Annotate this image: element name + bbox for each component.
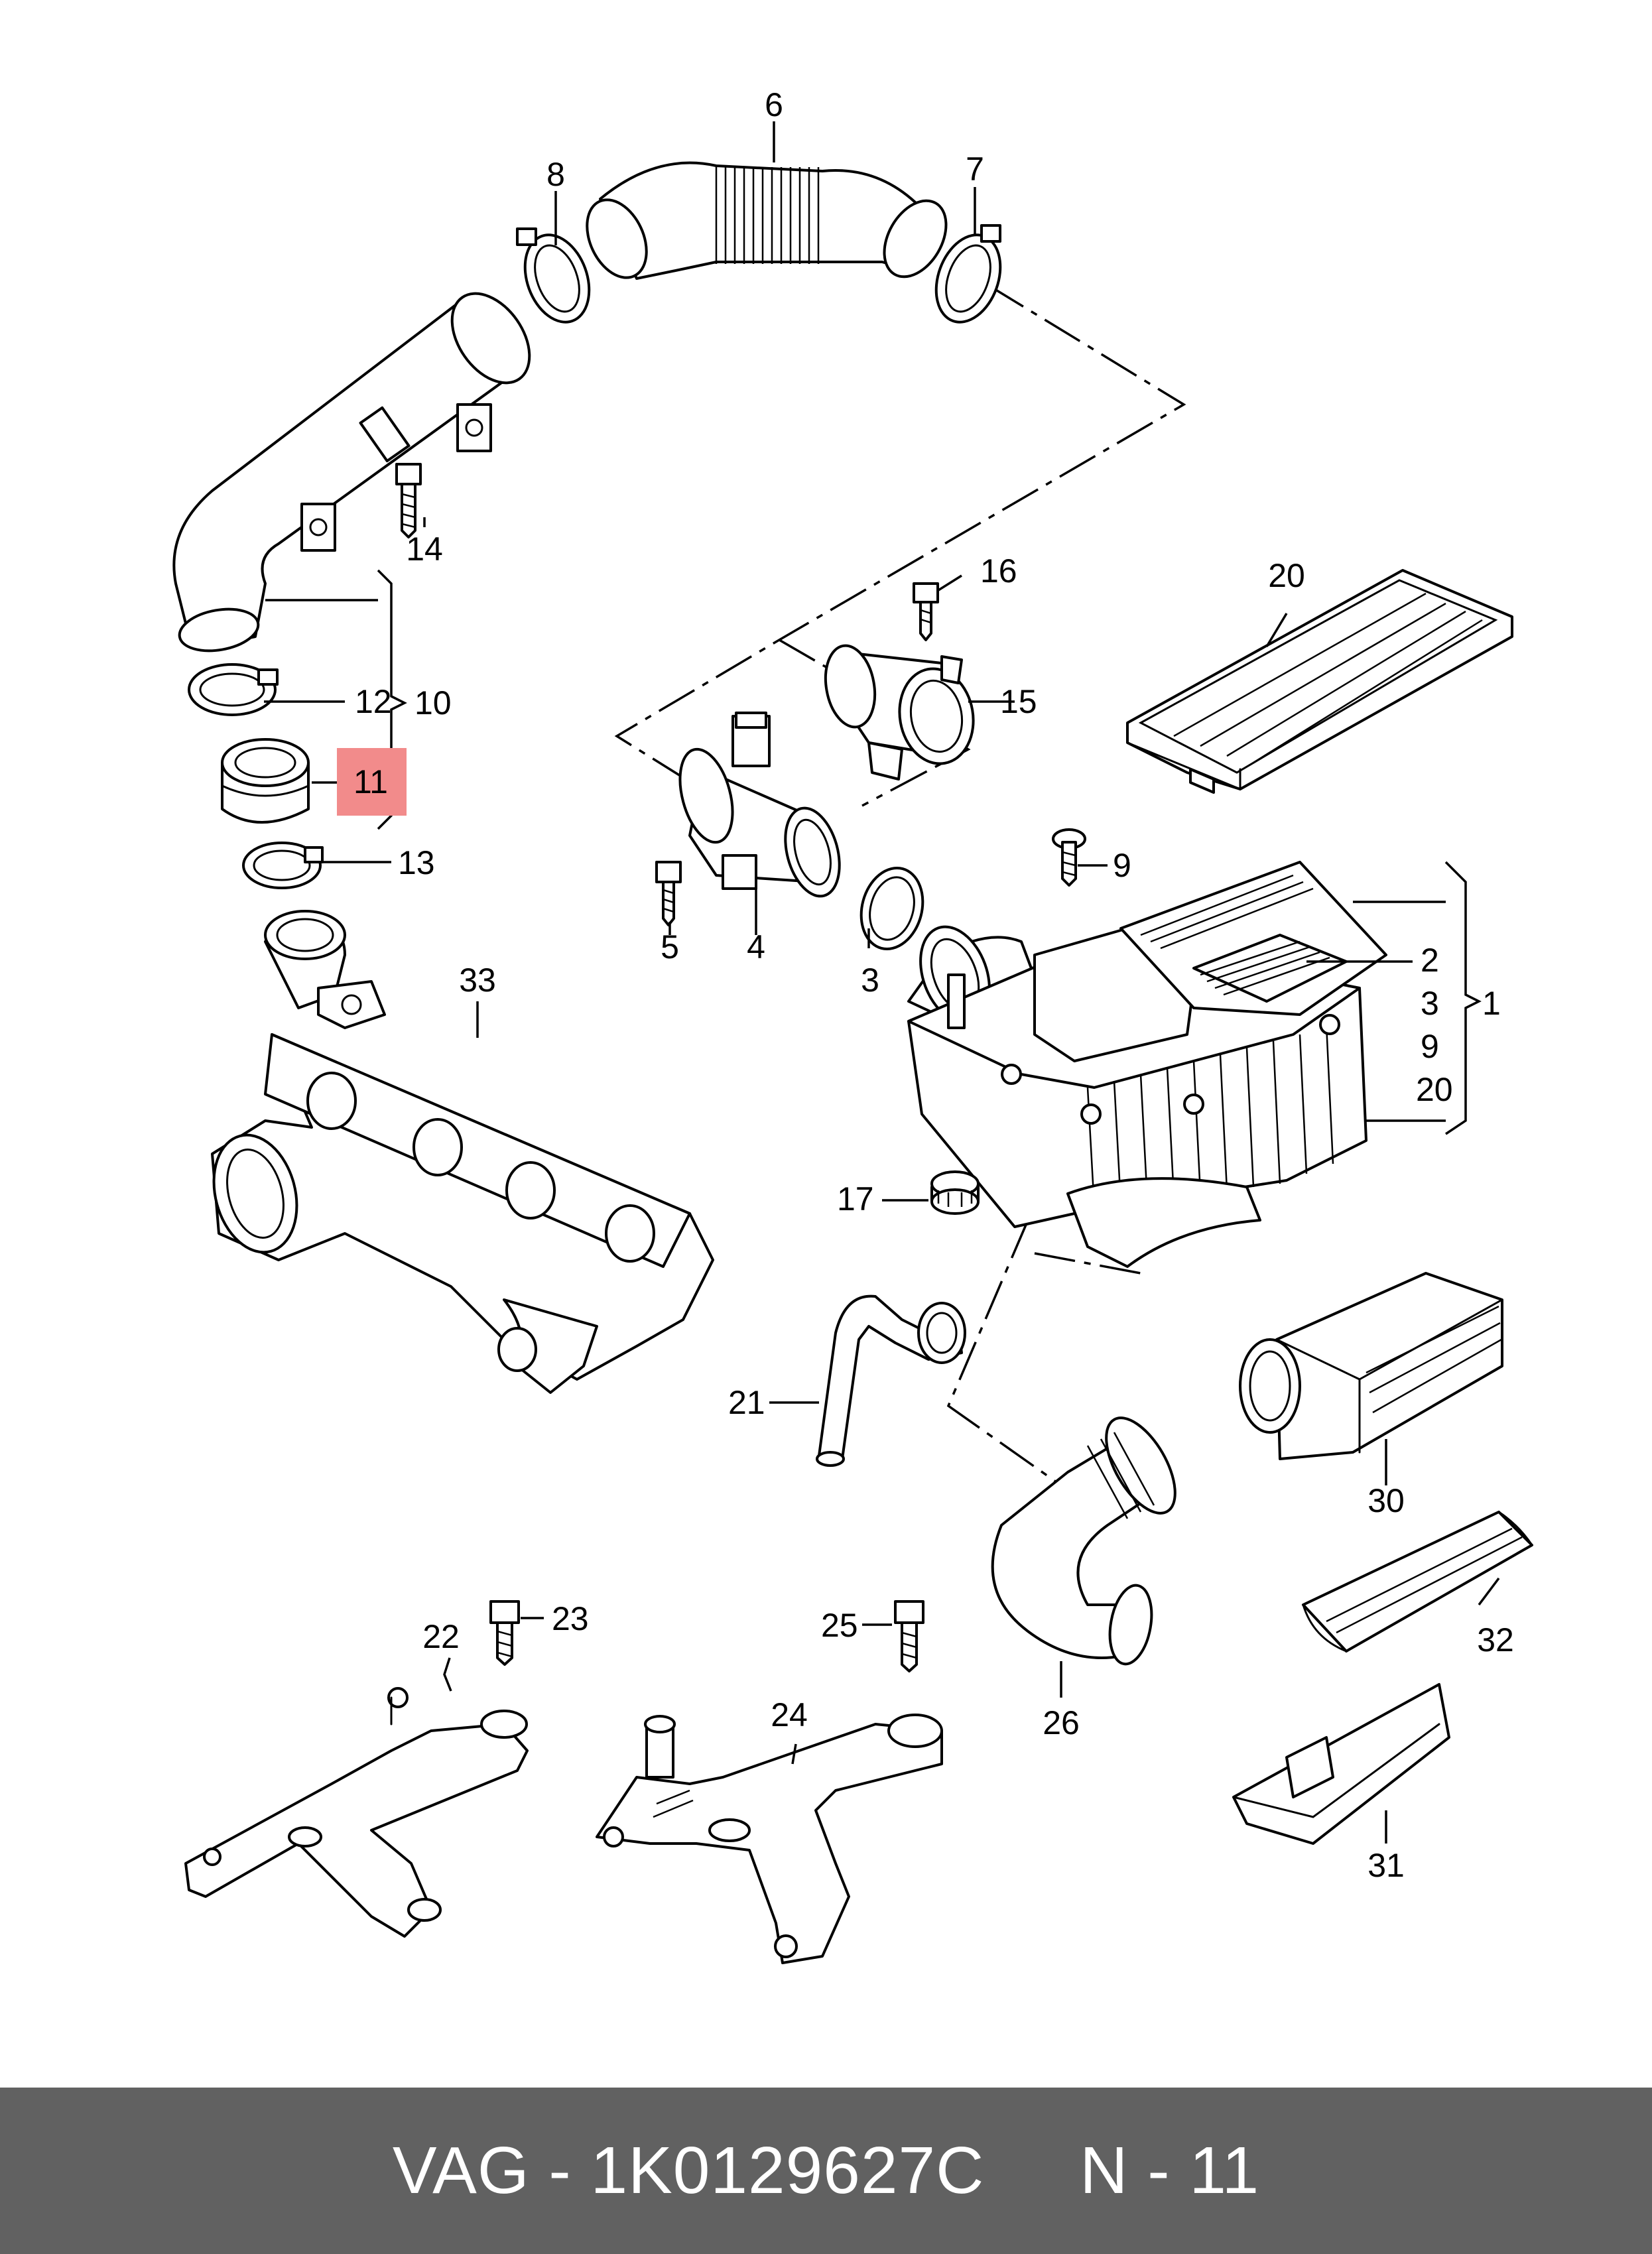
part-25-bolt — [894, 1600, 924, 1672]
label-11: 11 — [353, 763, 388, 800]
callout-labels: 6 8 7 14 12 10 11 13 33 16 15 5 4 3 9 20… — [353, 86, 1514, 1884]
part-11-sleeve — [221, 738, 310, 824]
part-30-air-scoop — [1239, 1272, 1503, 1460]
label-8: 8 — [546, 156, 565, 193]
part-4-air-mass-meter — [678, 712, 841, 898]
label-9: 9 — [1421, 1028, 1439, 1065]
part-20-filter-element — [1126, 569, 1513, 794]
part-15-air-mass-meter — [824, 644, 975, 781]
label-20-filter: 20 — [1268, 557, 1305, 594]
label-26: 26 — [1043, 1704, 1080, 1741]
label-1: 1 — [1482, 985, 1501, 1022]
label-9-screw: 9 — [1113, 847, 1131, 884]
part-12-clamp — [188, 663, 279, 716]
part-24-bracket — [596, 1714, 943, 1964]
label-10: 10 — [414, 684, 452, 721]
label-17: 17 — [837, 1180, 874, 1218]
part-9-screw — [1052, 828, 1086, 887]
label-20: 20 — [1416, 1071, 1453, 1108]
part-16-screw — [913, 582, 939, 641]
label-7: 7 — [966, 151, 984, 188]
part-13-clamp — [242, 842, 324, 889]
label-12: 12 — [355, 683, 392, 720]
label-33: 33 — [459, 962, 496, 999]
label-14: 14 — [406, 531, 443, 568]
label-25: 25 — [821, 1607, 858, 1644]
label-16: 16 — [980, 552, 1017, 590]
label-5: 5 — [661, 928, 679, 966]
label-30: 30 — [1367, 1482, 1405, 1519]
label-4: 4 — [747, 928, 765, 966]
part-21-breather-hose — [816, 1294, 966, 1467]
part-32-cover — [1302, 1511, 1533, 1653]
label-32: 32 — [1477, 1621, 1514, 1659]
part-1-air-filter-housing — [907, 861, 1387, 1268]
part-23-bolt — [489, 1600, 520, 1666]
label-21: 21 — [728, 1384, 765, 1421]
parts-diagram: 6 8 7 14 12 10 11 13 33 16 15 5 4 3 9 20… — [172, 86, 1533, 1964]
label-23: 23 — [552, 1600, 589, 1637]
part-3-o-ring — [859, 866, 924, 951]
highlight-part-11 — [337, 748, 407, 816]
part-31-air-duct — [1232, 1683, 1450, 1845]
part-10-charge-pipe — [172, 292, 531, 653]
part-14-bolt — [395, 463, 422, 538]
label-3: 3 — [1421, 985, 1439, 1022]
part-17-grommet — [930, 1170, 980, 1215]
label-24: 24 — [771, 1696, 808, 1733]
part-8-clamp — [516, 227, 591, 324]
part-6-intake-hose — [586, 161, 948, 280]
part-26-intake-hose — [991, 1416, 1176, 1666]
part-number-caption: VAG - 1K0129627C N - 11 — [392, 2133, 1260, 2208]
label-22: 22 — [422, 1618, 460, 1655]
footer-bar: VAG - 1K0129627C N - 11 — [0, 2088, 1652, 2254]
part-7-clamp — [934, 224, 1002, 324]
label-31: 31 — [1367, 1847, 1405, 1884]
part-22-bracket — [184, 1687, 529, 1938]
corrugation-ribs — [715, 167, 820, 264]
label-3-oring: 3 — [861, 962, 879, 999]
label-6: 6 — [765, 86, 783, 123]
label-13: 13 — [398, 844, 435, 881]
part-33-turbocharger — [211, 910, 714, 1394]
label-2: 2 — [1421, 942, 1439, 979]
part-5-screw — [655, 861, 682, 926]
label-15: 15 — [1000, 683, 1037, 720]
